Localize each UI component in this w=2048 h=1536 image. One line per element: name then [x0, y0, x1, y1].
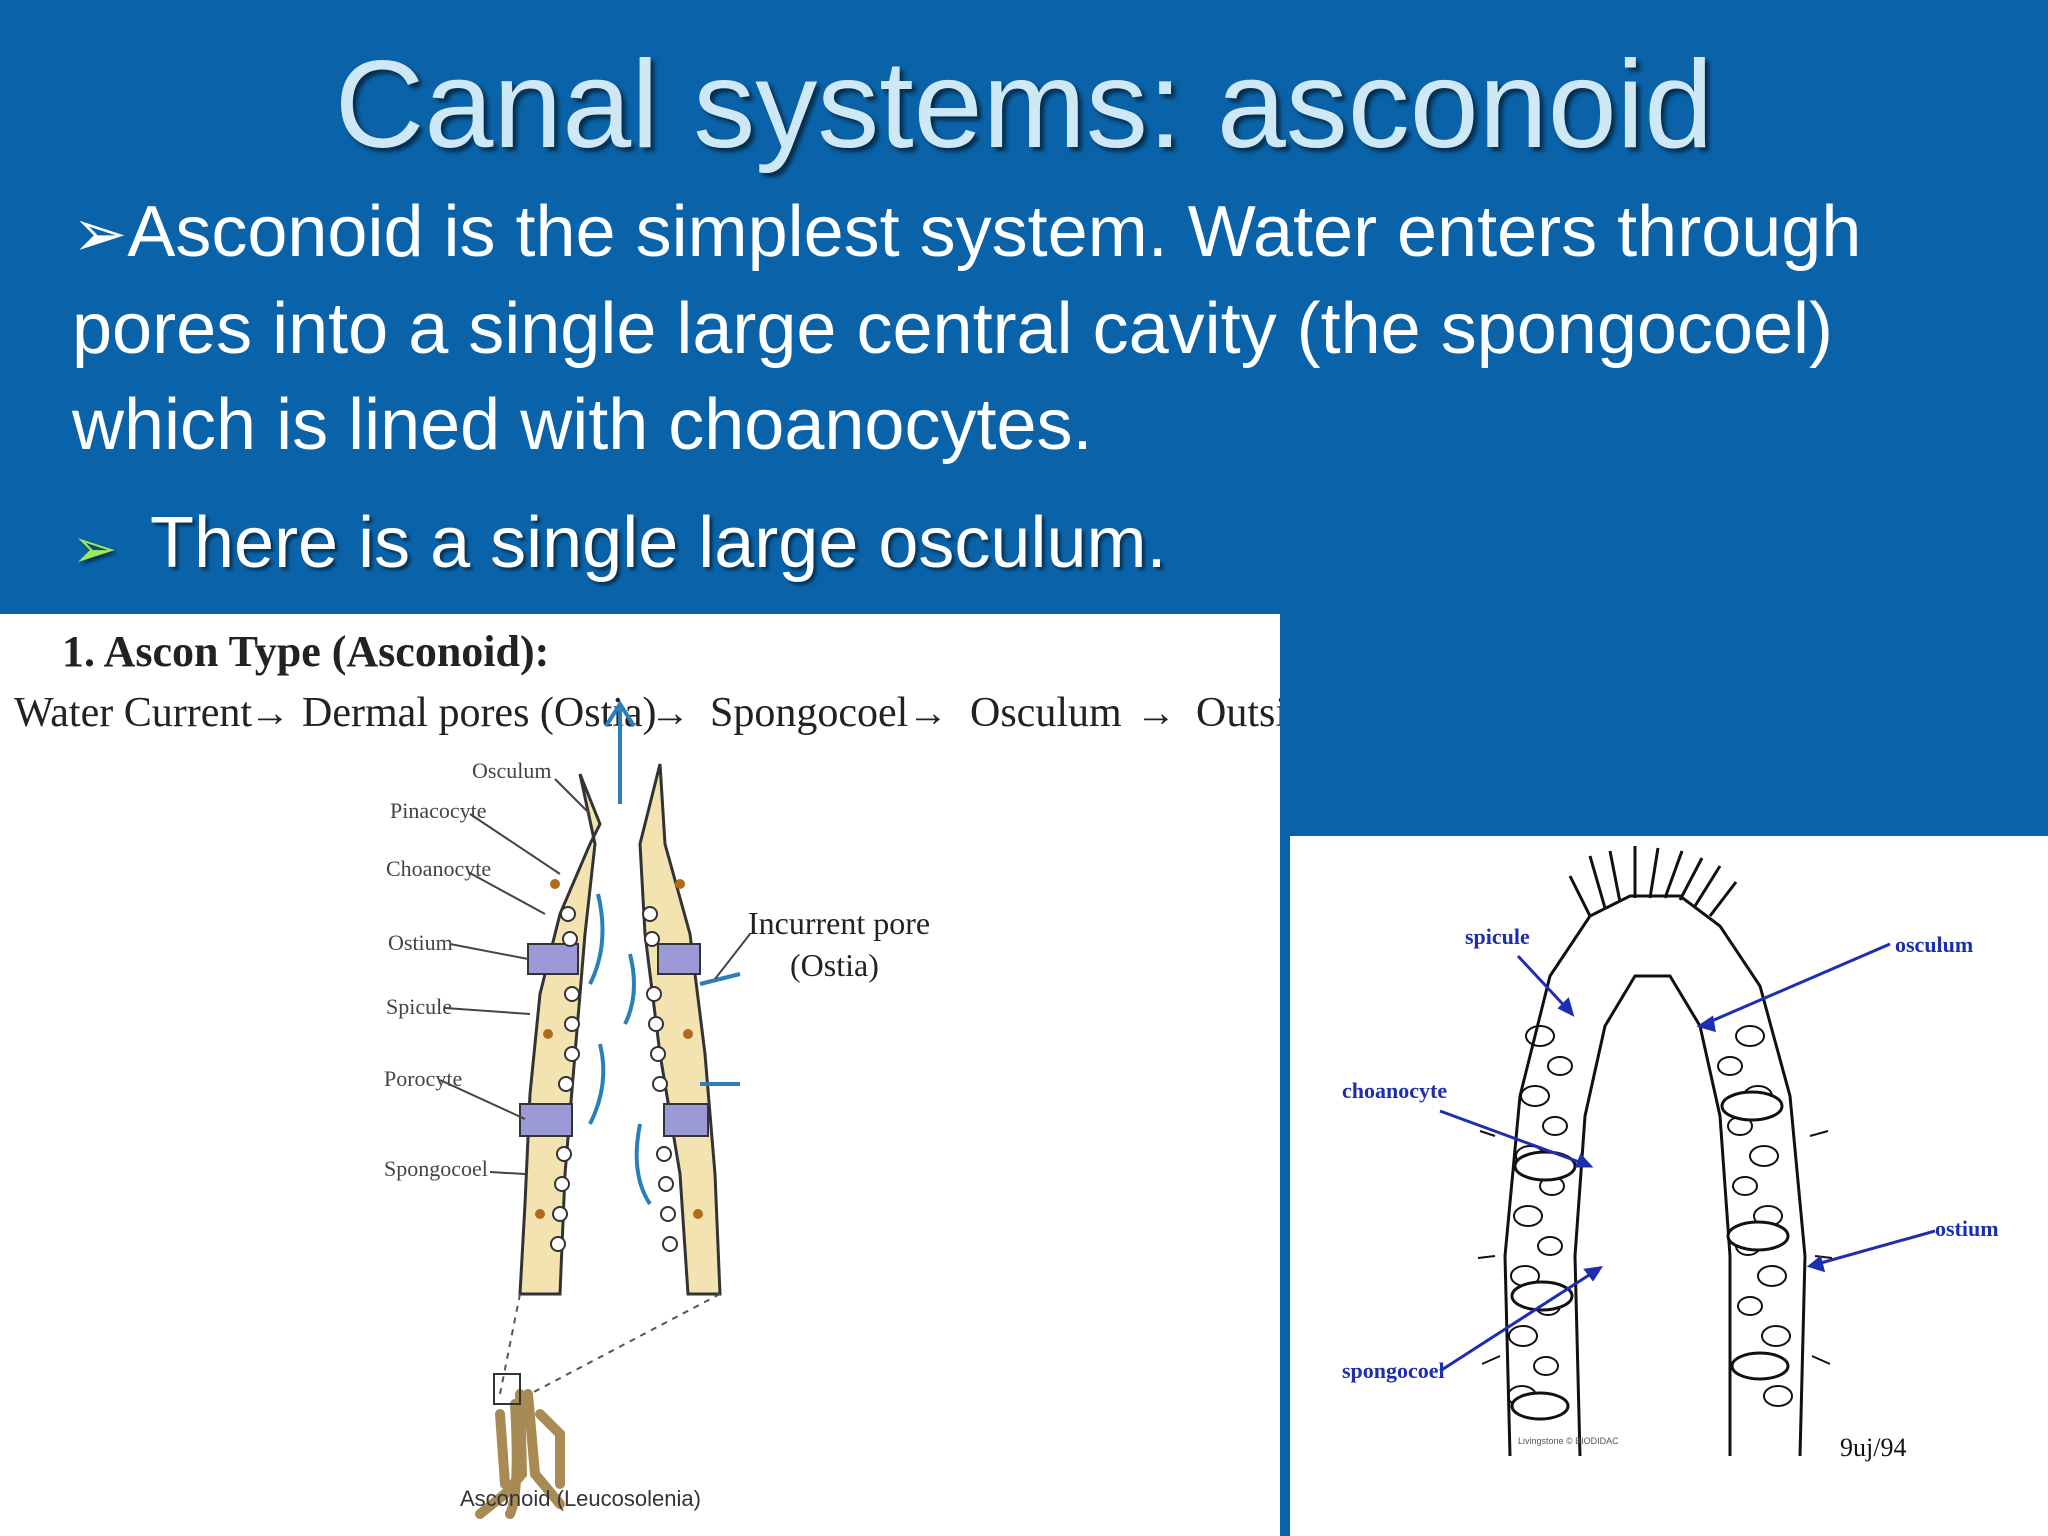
label-choanocyte: Choanocyte — [386, 856, 491, 881]
asconoid-section-drawing: Osculum Pinacocyte Choanocyte Ostium Spi… — [384, 700, 930, 1519]
label-incurrent-pore: Incurrent pore — [748, 905, 930, 941]
bullet-marker-icon: ➢ — [72, 196, 128, 270]
label-pinacocyte: Pinacocyte — [390, 798, 487, 823]
label-osculum: Osculum — [472, 758, 551, 783]
asconoid-diagram-figure: spicule osculum choanocyte ostium spongo… — [1290, 836, 2048, 1536]
flow-arrow-icon: → — [250, 690, 290, 735]
bullet-2-text: There is a single large osculum. — [150, 503, 1167, 583]
label-spicule: Spicule — [386, 994, 452, 1019]
figure-caption: Asconoid (Leucosolenia) — [460, 1486, 701, 1511]
flow-step-2: Dermal pores (Ostia) — [302, 690, 657, 736]
figure-heading: 1. Ascon Type (Asconoid): — [62, 627, 549, 676]
label-spongocoel: spongocoel — [1342, 1358, 1445, 1383]
flow-step-4: Osculum — [970, 690, 1122, 736]
bullet-marker-icon: ➢ — [72, 519, 118, 579]
label-choanocyte: choanocyte — [1342, 1078, 1447, 1103]
flow-arrow-icon: → — [908, 690, 948, 735]
asconoid-drawing — [1477, 846, 1833, 1457]
flow-step-5: Outsi — [1196, 690, 1280, 736]
flow-arrow-icon: → — [650, 690, 690, 735]
flow-step-3: Spongocoel — [710, 690, 908, 736]
artist-signature: 9uj/94 — [1840, 1433, 1906, 1462]
flow-arrow-icon: → — [1136, 690, 1176, 735]
label-ostium: Ostium — [388, 930, 453, 955]
label-spicule: spicule — [1465, 924, 1530, 949]
label-spongocoel: Spongocoel — [384, 1156, 488, 1181]
bullet-2: ➢ There is a single large osculum. — [72, 495, 1992, 597]
image-credit: Livingstone © BIODIDAC — [1518, 1436, 1619, 1446]
flow-step-1: Water Current — [14, 690, 252, 736]
label-osculum: osculum — [1895, 932, 1973, 957]
label-porocyte: Porocyte — [384, 1066, 462, 1091]
slide-title: Canal systems: asconoid — [334, 36, 1714, 174]
bullet-1-text: Asconoid is the simplest system. Water e… — [72, 192, 1862, 465]
label-incurrent-ostia: (Ostia) — [790, 947, 879, 983]
label-ostium: ostium — [1935, 1216, 1999, 1241]
bullet-1: ➢Asconoid is the simplest system. Water … — [72, 184, 1992, 473]
ascon-type-figure: 1. Ascon Type (Asconoid): Water Current … — [0, 614, 1280, 1536]
